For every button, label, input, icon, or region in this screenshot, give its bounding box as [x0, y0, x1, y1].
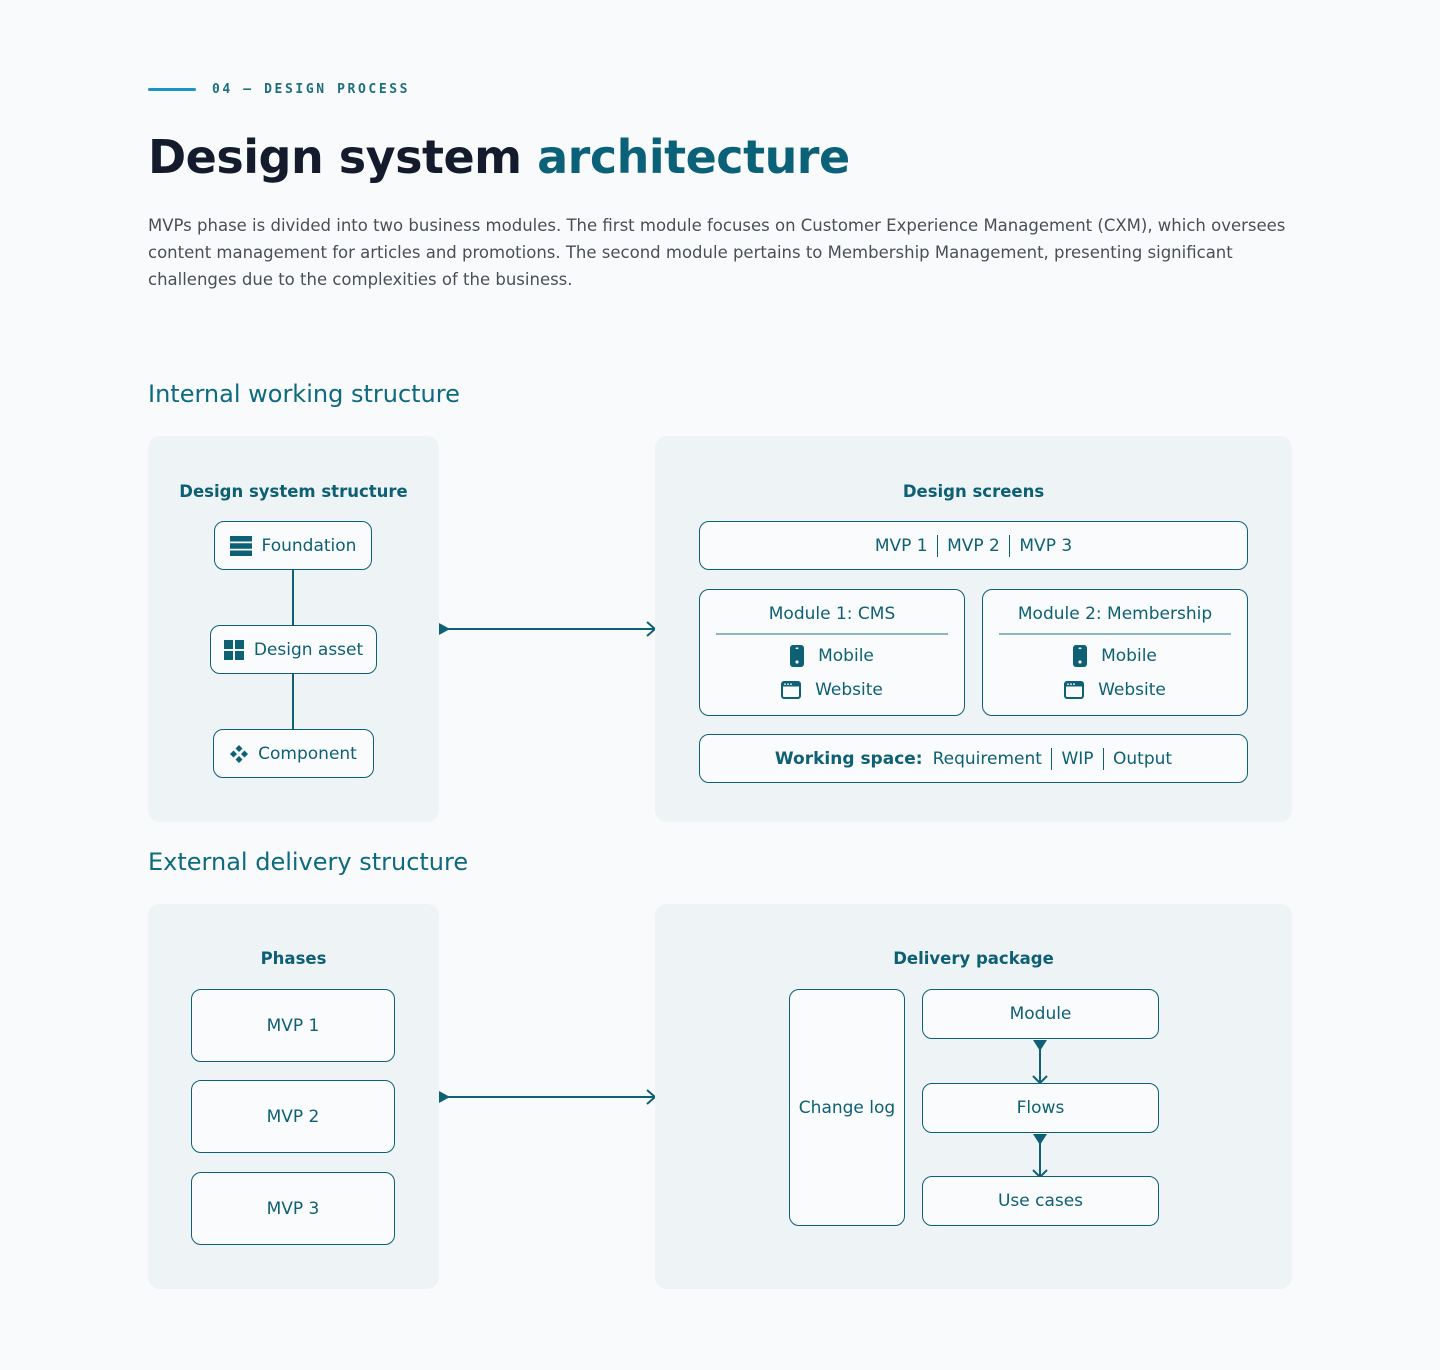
phases-panel: Phases MVP 1 MVP 2 MVP 3	[148, 904, 439, 1289]
divider	[1050, 747, 1053, 770]
connector-line	[292, 570, 294, 626]
design-screens-title: Design screens	[902, 482, 1045, 501]
module-row-mobile[interactable]: Mobile	[983, 645, 1247, 667]
component-item[interactable]: Component	[213, 729, 374, 778]
change-log-label: Change log	[798, 1097, 896, 1118]
title-accent: architecture	[537, 130, 850, 184]
phases-title: Phases	[260, 949, 327, 968]
mobile-icon	[790, 645, 805, 667]
arrow-connector	[439, 1089, 657, 1105]
mvp-tab[interactable]: MVP 3	[1019, 535, 1073, 556]
module-title: Module 1: CMS	[768, 604, 896, 624]
mobile-icon	[1073, 645, 1088, 667]
module-membership-card[interactable]: Module 2: Membership Mobile Website	[982, 589, 1248, 716]
working-space-item[interactable]: Output	[1113, 748, 1173, 769]
connector-line	[292, 674, 294, 730]
browser-icon	[1064, 681, 1085, 699]
eyebrow-line	[148, 88, 196, 91]
working-space-item[interactable]: Requirement	[932, 748, 1042, 769]
delivery-package-title: Delivery package	[893, 949, 1054, 968]
section-title-external: External delivery structure	[148, 848, 469, 876]
divider	[999, 633, 1231, 635]
arrow-down-connector	[1032, 1134, 1048, 1179]
module-title: Module 2: Membership	[1017, 604, 1213, 624]
foundation-label: Foundation	[261, 535, 357, 556]
design-system-structure-title: Design system structure	[179, 482, 408, 501]
design-screens-panel: Design screens MVP 1 MVP 2 MVP 3 Module …	[655, 436, 1292, 822]
page-title: Design system architecture	[148, 130, 850, 184]
divider	[716, 633, 948, 635]
delivery-package-panel: Delivery package Change log Module Flows…	[655, 904, 1292, 1289]
delivery-step-label: Flows	[1016, 1098, 1065, 1118]
delivery-step-module[interactable]: Module	[922, 989, 1159, 1039]
section-title-internal: Internal working structure	[148, 380, 460, 408]
browser-icon	[781, 681, 802, 699]
mvp-tab[interactable]: MVP 2	[947, 535, 1000, 556]
eyebrow-label: 04 — DESIGN PROCESS	[212, 82, 411, 97]
mvp-tab[interactable]: MVP 1	[874, 535, 928, 556]
delivery-step-label: Module	[1009, 1004, 1072, 1024]
intro-paragraph: MVPs phase is divided into two business …	[148, 216, 1286, 289]
change-log-box[interactable]: Change log	[789, 989, 905, 1226]
module-row-website[interactable]: Website	[700, 680, 964, 700]
delivery-step-use-cases[interactable]: Use cases	[922, 1176, 1159, 1226]
phase-item[interactable]: MVP 1	[191, 989, 395, 1062]
design-system-structure-panel: Design system structure Foundation Desig…	[148, 436, 439, 822]
working-space-item[interactable]: WIP	[1061, 748, 1094, 769]
phase-item[interactable]: MVP 2	[191, 1080, 395, 1153]
module-row-label: Website	[815, 680, 883, 700]
phase-label: MVP 2	[266, 1106, 320, 1127]
divider	[1008, 534, 1011, 557]
delivery-step-label: Use cases	[997, 1191, 1084, 1211]
delivery-step-flows[interactable]: Flows	[922, 1083, 1159, 1133]
module-row-website[interactable]: Website	[983, 680, 1247, 700]
grid-icon	[223, 639, 244, 660]
phase-label: MVP 1	[266, 1015, 320, 1036]
mvp-tabs-bar: MVP 1 MVP 2 MVP 3	[699, 521, 1248, 570]
module-row-label: Website	[1098, 680, 1166, 700]
title-main: Design system	[148, 130, 522, 184]
working-space-bar: Working space: Requirement WIP Output	[699, 734, 1248, 783]
module-row-mobile[interactable]: Mobile	[700, 645, 964, 667]
foundation-item[interactable]: Foundation	[214, 521, 372, 570]
phase-label: MVP 3	[266, 1198, 320, 1219]
module-row-label: Mobile	[1101, 646, 1157, 666]
module-row-label: Mobile	[818, 646, 874, 666]
module-cms-card[interactable]: Module 1: CMS Mobile Website	[699, 589, 965, 716]
phase-item[interactable]: MVP 3	[191, 1172, 395, 1245]
component-label: Component	[258, 743, 357, 764]
working-space-label: Working space:	[774, 748, 923, 769]
layers-icon	[229, 535, 252, 557]
component-icon	[230, 744, 249, 763]
divider	[936, 534, 939, 557]
arrow-down-connector	[1032, 1040, 1048, 1085]
divider	[1102, 747, 1105, 770]
design-asset-label: Design asset	[253, 639, 364, 660]
arrow-connector	[439, 621, 657, 637]
design-asset-item[interactable]: Design asset	[210, 625, 377, 674]
